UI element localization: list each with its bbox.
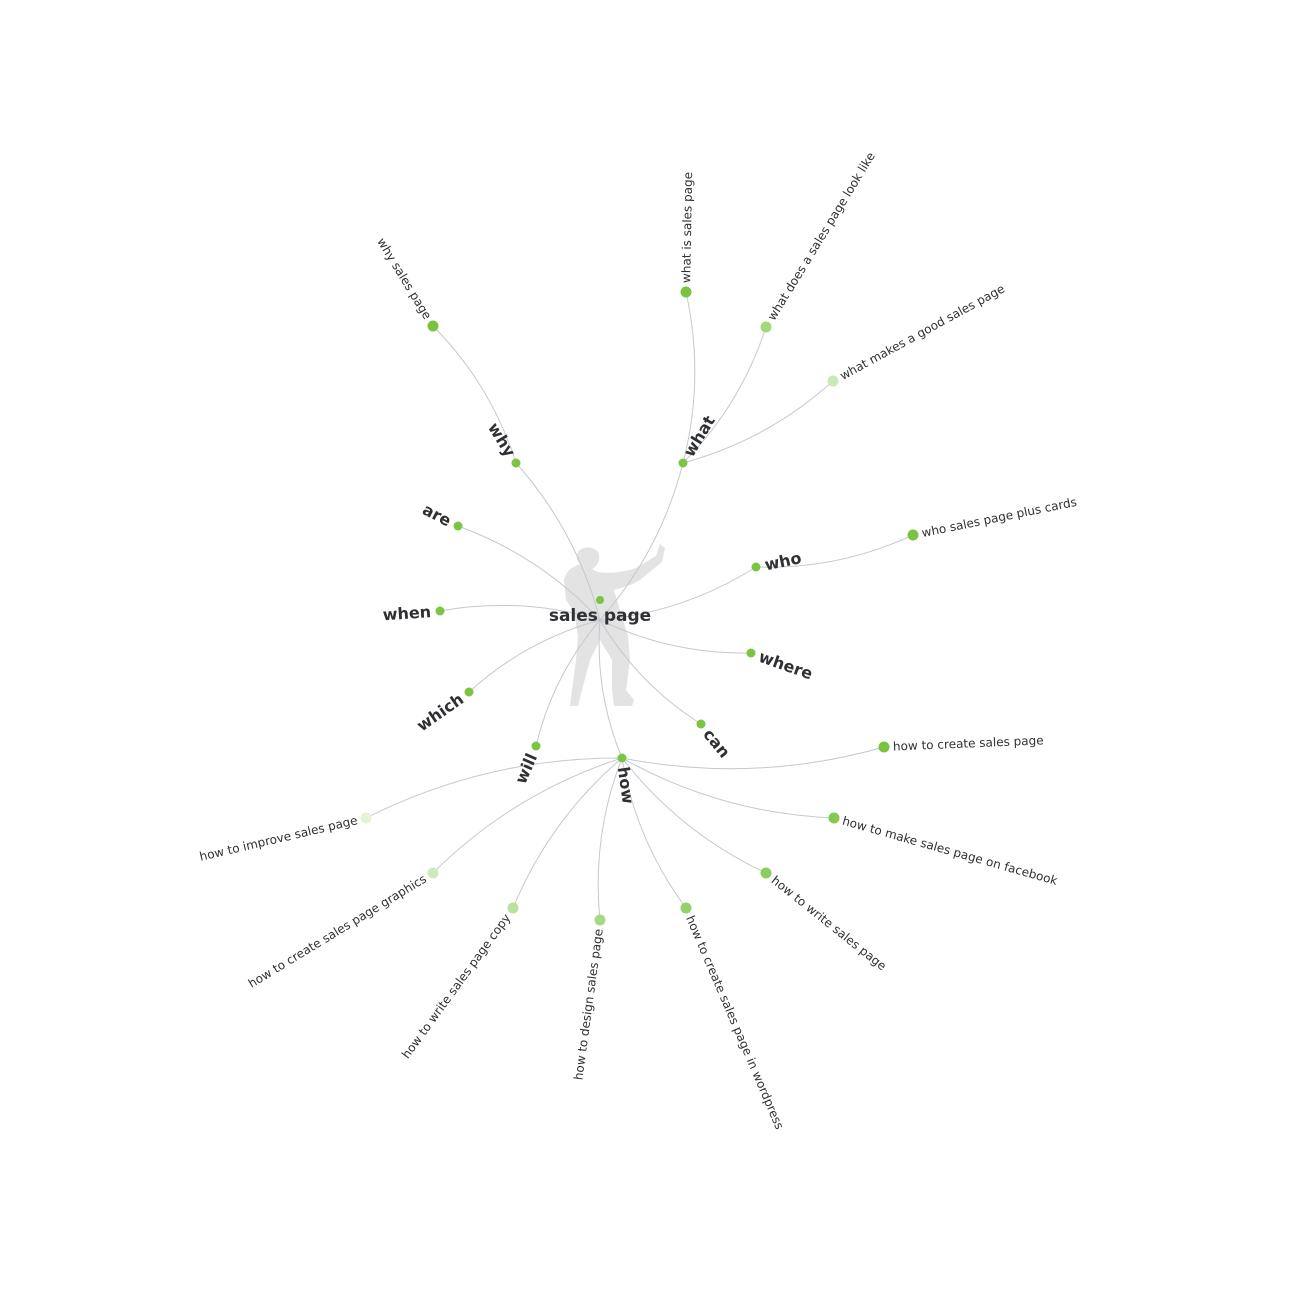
question-label-why: why: [484, 419, 520, 461]
question-node-are[interactable]: [453, 521, 463, 531]
leaf-node[interactable]: [907, 529, 919, 541]
question-label-who: who: [763, 548, 803, 574]
question-node-what[interactable]: [678, 458, 688, 468]
leaf-node[interactable]: [427, 867, 439, 879]
link-how-leaf: [621, 746, 885, 770]
link-how-leaf: [597, 757, 623, 921]
question-label-which: which: [413, 689, 467, 735]
link-how-leaf: [512, 757, 623, 909]
root-dot: [596, 596, 604, 604]
link-how-leaf: [621, 757, 687, 909]
leaf-label: how to create sales page graphics: [246, 872, 429, 991]
leaf-label: how to improve sales page: [198, 813, 359, 864]
link-how-leaf: [365, 757, 623, 819]
question-node-who[interactable]: [751, 562, 761, 572]
question-label-are: are: [419, 500, 454, 531]
question-node-why[interactable]: [511, 458, 521, 468]
leaf-node[interactable]: [680, 286, 692, 298]
leaf-label: what makes a good sales page: [838, 282, 1008, 383]
link-how: [598, 619, 623, 759]
leaf-node[interactable]: [360, 812, 372, 824]
leaf-node[interactable]: [427, 320, 439, 332]
leaf-node[interactable]: [828, 812, 840, 824]
link-who: [599, 566, 757, 621]
leaf-label: who sales page plus cards: [920, 495, 1078, 540]
question-label-will: will: [511, 750, 541, 786]
link-why-leaf: [432, 325, 517, 464]
leaf-node[interactable]: [827, 375, 839, 387]
question-label-how: how: [614, 766, 638, 806]
link-how-leaf: [621, 757, 767, 874]
leaf-node[interactable]: [760, 321, 772, 333]
question-label-when: when: [382, 602, 432, 624]
leaf-node[interactable]: [878, 741, 890, 753]
link-can: [599, 619, 702, 725]
question-label-where: where: [756, 647, 815, 683]
leaf-label: what is sales page: [679, 172, 695, 283]
root-node[interactable]: sales page: [549, 596, 651, 626]
link-where: [599, 619, 752, 654]
link-will: [535, 619, 601, 747]
leaf-node[interactable]: [680, 902, 692, 914]
link-which: [468, 619, 601, 693]
leaf-label: why sales page: [374, 235, 434, 322]
leaf-label: how to create sales page in wordpress: [683, 914, 787, 1132]
question-node-where[interactable]: [746, 648, 756, 658]
link-why: [515, 462, 601, 621]
leaf-label: how to design sales page: [571, 928, 605, 1081]
leaf-node[interactable]: [760, 867, 772, 879]
leaf-label: what does a sales page look like: [765, 150, 878, 323]
leaf-label: how to write sales page: [769, 873, 889, 973]
leaf-node[interactable]: [507, 902, 519, 914]
link-what-leaf: [682, 326, 767, 464]
question-node-when[interactable]: [435, 606, 445, 616]
question-node-how[interactable]: [617, 753, 627, 763]
question-node-can[interactable]: [696, 719, 706, 729]
link-who-leaf: [755, 534, 914, 568]
link-how-leaf: [432, 757, 623, 874]
link-when: [439, 604, 601, 621]
question-node-will[interactable]: [531, 741, 541, 751]
leaf-label: how to make sales page on facebook: [841, 814, 1059, 888]
root-label: sales page: [549, 606, 651, 626]
leaf-label: how to create sales page: [893, 733, 1044, 753]
link-are: [457, 525, 601, 621]
link-what-leaf: [682, 291, 696, 464]
link-what-leaf: [682, 380, 834, 464]
question-node-which[interactable]: [464, 687, 474, 697]
link-what: [599, 462, 684, 621]
leaf-label: how to write sales page copy: [399, 911, 513, 1061]
link-how-leaf: [621, 757, 835, 819]
question-label-can: can: [699, 725, 734, 762]
leaf-node[interactable]: [594, 914, 606, 926]
